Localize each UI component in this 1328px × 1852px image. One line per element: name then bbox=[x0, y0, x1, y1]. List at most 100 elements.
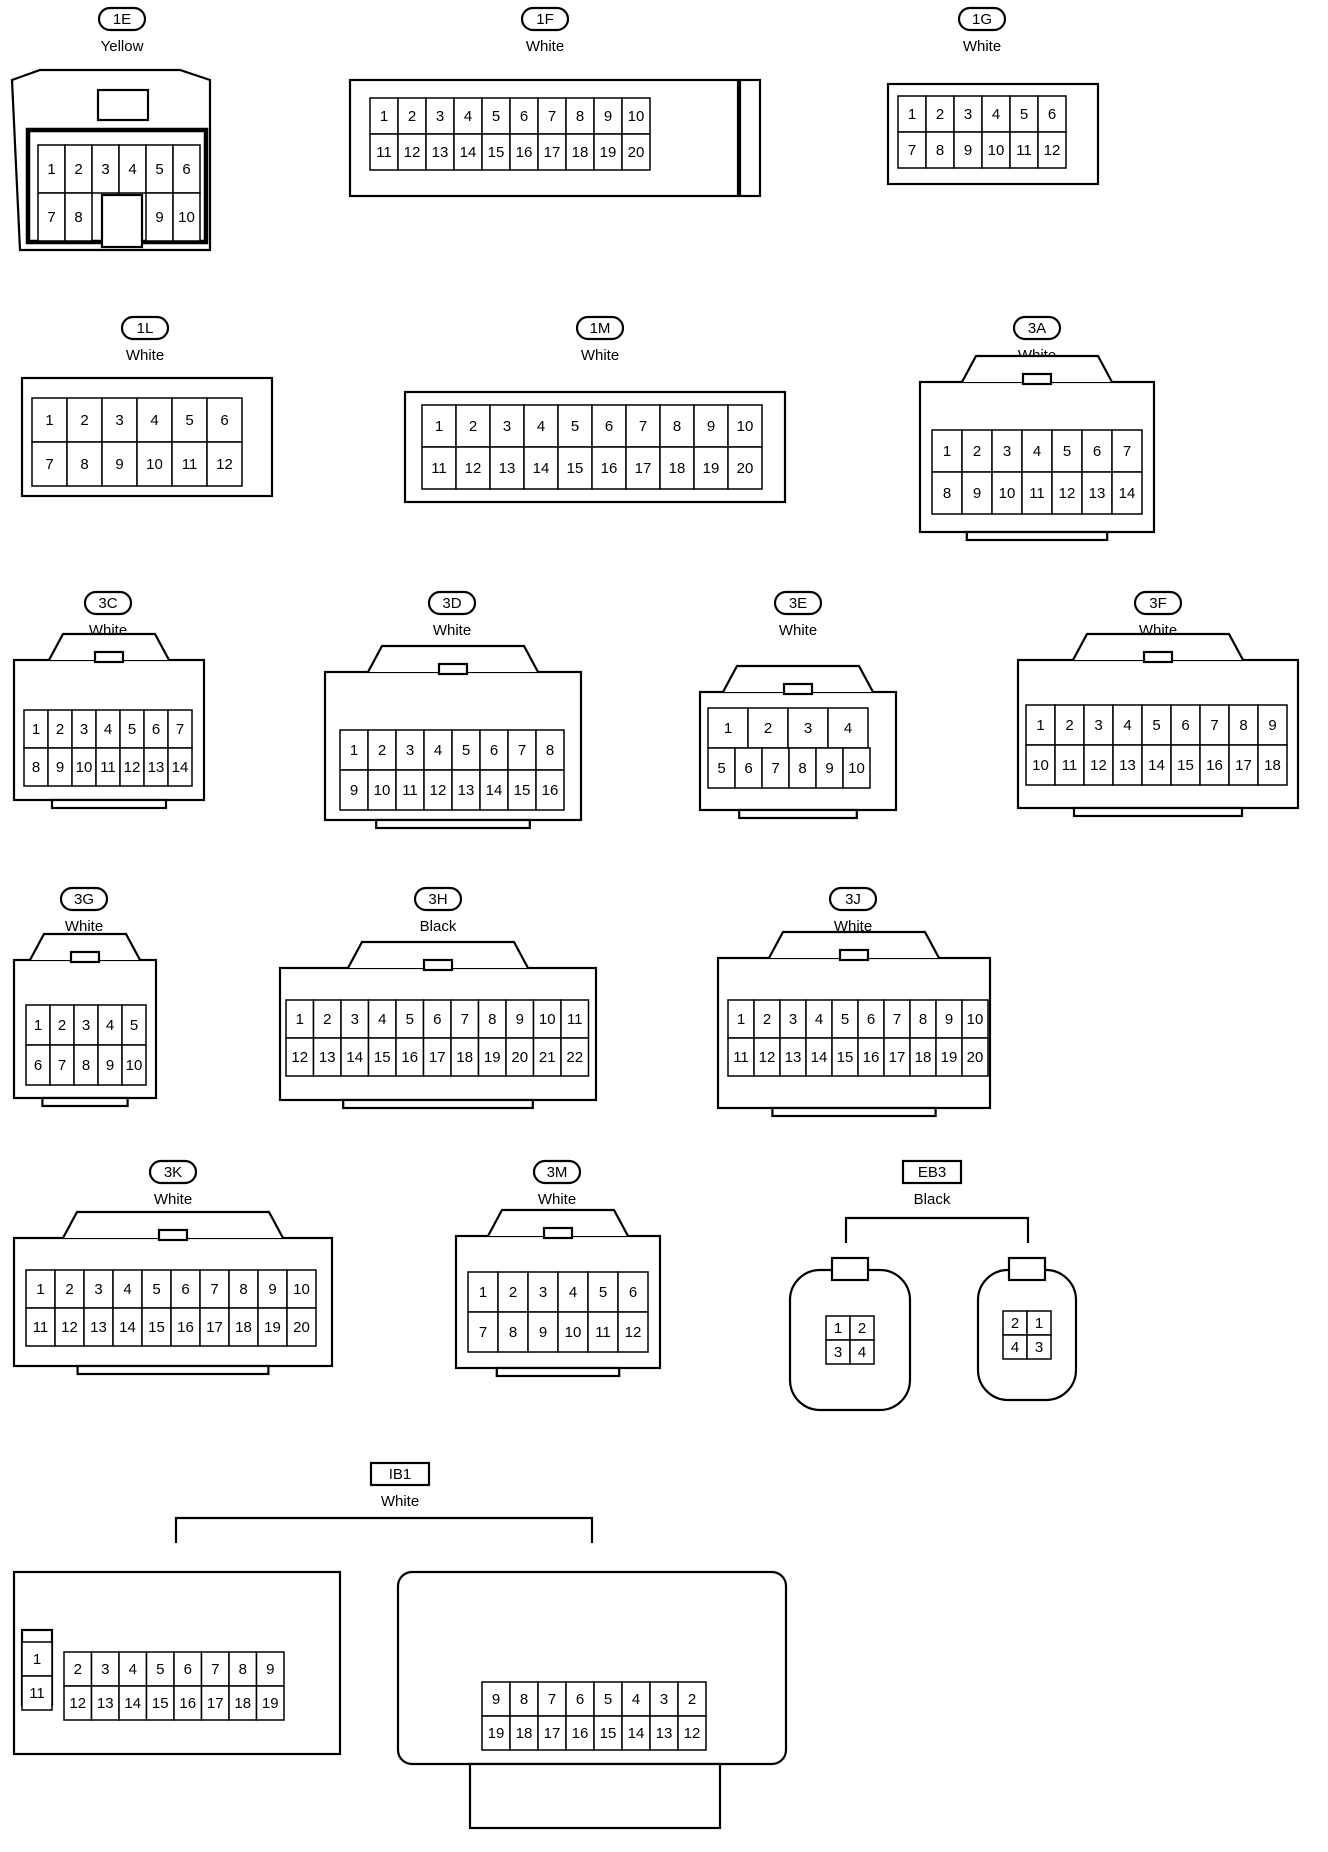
pin-number: 6 bbox=[744, 760, 752, 777]
pin-number: 9 bbox=[115, 456, 123, 473]
pin-cell bbox=[727, 446, 763, 490]
pin-number: 9 bbox=[973, 485, 981, 502]
pin-number: 7 bbox=[548, 1691, 556, 1708]
pin-number: 21 bbox=[539, 1049, 556, 1066]
pin-cell bbox=[49, 1044, 75, 1086]
pin-number: 13 bbox=[432, 144, 449, 161]
pin-number: 17 bbox=[206, 1319, 223, 1336]
pin-number: 9 bbox=[516, 1011, 524, 1028]
pin-number: 4 bbox=[464, 108, 472, 125]
pin-cell bbox=[455, 446, 491, 490]
pin-number: 12 bbox=[404, 144, 421, 161]
pin-number: 20 bbox=[737, 460, 754, 477]
pin-number: 4 bbox=[537, 418, 545, 435]
pin-number: 3 bbox=[789, 1011, 797, 1028]
pin-cell bbox=[827, 707, 869, 749]
pin-number: 7 bbox=[771, 760, 779, 777]
pin-number: 11 bbox=[376, 144, 392, 161]
pin-number: 5 bbox=[185, 412, 193, 429]
pin-number: 7 bbox=[210, 1281, 218, 1298]
pin-cell bbox=[479, 769, 509, 811]
pin-number: 6 bbox=[629, 1284, 637, 1301]
pin-number: 19 bbox=[703, 460, 720, 477]
pin-number: 15 bbox=[488, 144, 505, 161]
pin-number: 14 bbox=[811, 1049, 828, 1066]
pin-number: 14 bbox=[486, 782, 503, 799]
connector-id-badge bbox=[97, 6, 147, 32]
pin-number: 2 bbox=[688, 1691, 696, 1708]
pin-cell bbox=[481, 133, 511, 171]
pin-number: 11 bbox=[29, 1685, 45, 1702]
pin-cell bbox=[23, 709, 49, 749]
pin-number: 11 bbox=[595, 1324, 611, 1341]
pin-number: 2 bbox=[469, 418, 477, 435]
pin-cell bbox=[467, 1271, 499, 1313]
pin-number: 15 bbox=[837, 1049, 854, 1066]
pin-cell bbox=[727, 999, 755, 1039]
connector-color-text: White bbox=[526, 38, 564, 55]
pin-cell bbox=[286, 1307, 317, 1347]
connector-color-text: White bbox=[963, 38, 1001, 55]
pin-cell bbox=[285, 1037, 315, 1077]
connector-id-badge bbox=[957, 6, 1007, 32]
pin-number: 12 bbox=[1059, 485, 1076, 502]
connector-id-text: 1L bbox=[137, 320, 154, 337]
pin-cell bbox=[509, 1715, 539, 1751]
pin-cell bbox=[340, 1037, 370, 1077]
pin-cell bbox=[560, 999, 590, 1039]
pin-number: 9 bbox=[350, 782, 358, 799]
pin-number: 4 bbox=[632, 1691, 640, 1708]
pin-number: 13 bbox=[1119, 757, 1136, 774]
pin-cell bbox=[143, 709, 169, 749]
pin-number: 8 bbox=[239, 1661, 247, 1678]
pin-number: 12 bbox=[61, 1319, 78, 1336]
pin-number: 7 bbox=[176, 721, 184, 738]
pin-cell bbox=[1002, 1310, 1028, 1336]
pin-number: 7 bbox=[893, 1011, 901, 1028]
connector-id-text: 3D bbox=[442, 595, 461, 612]
pin-number: 20 bbox=[628, 144, 645, 161]
pin-number: 16 bbox=[516, 144, 533, 161]
lock-latch bbox=[487, 1208, 629, 1237]
pin-number: 2 bbox=[408, 108, 416, 125]
pin-number: 10 bbox=[126, 1057, 143, 1074]
pin-number: 9 bbox=[539, 1324, 547, 1341]
pin-number: 2 bbox=[58, 1017, 66, 1034]
pin-cell bbox=[73, 1044, 99, 1086]
connector-id-badge bbox=[520, 6, 570, 32]
pin-number: 13 bbox=[458, 782, 475, 799]
pin-number: 8 bbox=[239, 1281, 247, 1298]
pin-number: 1 bbox=[380, 108, 388, 125]
pin-number: 2 bbox=[973, 443, 981, 460]
pin-number: 3 bbox=[101, 161, 109, 178]
connector-id-badge bbox=[1133, 590, 1183, 616]
pin-number: 1 bbox=[47, 161, 55, 178]
key-slot bbox=[100, 193, 144, 249]
pin-number: 18 bbox=[1264, 757, 1281, 774]
pin-number: 4 bbox=[858, 1344, 866, 1361]
pin-number: 12 bbox=[216, 456, 233, 473]
pin-cell bbox=[593, 97, 623, 135]
pin-cell bbox=[925, 95, 955, 133]
pin-number: 9 bbox=[604, 108, 612, 125]
pin-number: 1 bbox=[32, 721, 40, 738]
pin-cell bbox=[557, 446, 593, 490]
pin-number: 10 bbox=[848, 760, 865, 777]
pin-number: 3 bbox=[834, 1344, 842, 1361]
pin-number: 5 bbox=[155, 161, 163, 178]
connector-id-text: 1E bbox=[113, 11, 131, 28]
connector-id-text: 1G bbox=[972, 11, 992, 28]
pin-number: 7 bbox=[211, 1661, 219, 1678]
pin-number: 7 bbox=[1210, 717, 1218, 734]
lock-latch bbox=[62, 1210, 284, 1239]
lock-latch bbox=[768, 930, 940, 959]
pin-number: 1 bbox=[296, 1011, 304, 1028]
pin-number: 1 bbox=[479, 1284, 487, 1301]
pin-number: 20 bbox=[967, 1049, 984, 1066]
pin-number: 7 bbox=[479, 1324, 487, 1341]
pin-number: 9 bbox=[155, 209, 163, 226]
pin-cell bbox=[199, 1269, 230, 1309]
